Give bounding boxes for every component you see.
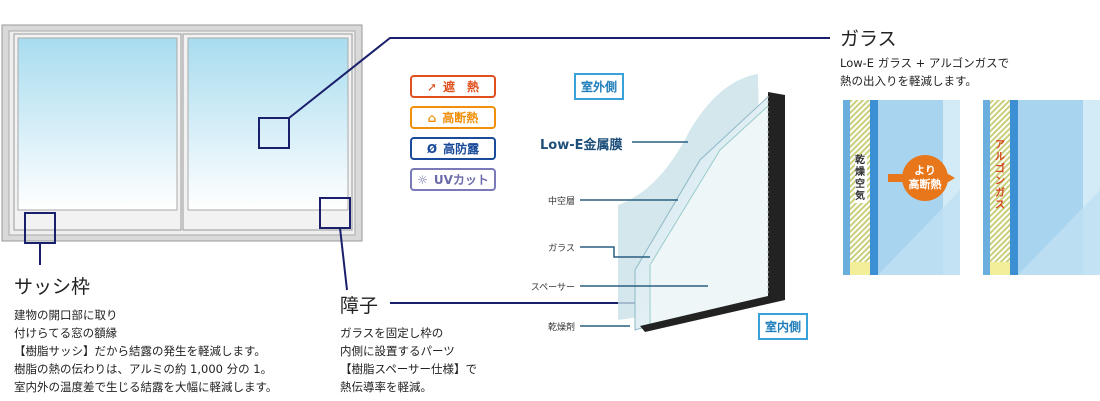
text-line: より bbox=[914, 164, 936, 177]
badge-label: 高断熱 bbox=[442, 111, 479, 125]
glass-section-illustration bbox=[618, 74, 785, 332]
glass-title: ガラス bbox=[840, 28, 897, 50]
indoor-label: 室内側 bbox=[758, 313, 809, 340]
glass-label: ガラス bbox=[548, 244, 575, 254]
text-line: 【樹脂スペーサー仕様】で bbox=[340, 362, 477, 376]
badge-label: 高防露 bbox=[443, 142, 480, 156]
text-line: ガラスを固定し枠の bbox=[340, 326, 444, 340]
text-line: 室内外の温度差で生じる結露を大幅に軽減します。 bbox=[14, 380, 278, 394]
higher-insulation-label: より 高断熱 bbox=[900, 164, 950, 192]
sun-icon: ☼ bbox=[417, 172, 428, 187]
text-line: 熱の出入りを軽減します。 bbox=[840, 74, 977, 88]
text-line: 高断熱 bbox=[908, 178, 942, 191]
window-illustration bbox=[1, 24, 363, 242]
outdoor-label: 室外側 bbox=[574, 73, 625, 100]
text-line: 【樹脂サッシ】だから結露の発生を軽減します。 bbox=[14, 344, 266, 358]
glass-callout-box bbox=[258, 117, 290, 149]
text-line: Low-E ガラス + アルゴンガスで bbox=[840, 56, 1010, 70]
spacer-label: スペーサー bbox=[530, 283, 575, 293]
shoji-description: ガラスを固定し枠の 内側に設置するパーツ 【樹脂スペーサー仕様】で 熱伝導率を軽… bbox=[340, 324, 477, 396]
house-icon: ⌂ bbox=[427, 110, 437, 125]
hollow-layer-label: 中空層 bbox=[547, 197, 575, 207]
text-line: 内側に設置するパーツ bbox=[340, 344, 455, 358]
text-line: 建物の開口部に取り bbox=[14, 308, 118, 322]
badge-condensation: Ø 高防露 bbox=[410, 137, 496, 160]
badge-insulation: ⌂ 高断熱 bbox=[410, 106, 496, 129]
badge-label: UVカット bbox=[433, 173, 489, 187]
arrow-icon bbox=[888, 155, 955, 201]
sun-ray-icon: ➚ bbox=[426, 79, 438, 94]
sash-title: サッシ枠 bbox=[14, 276, 91, 298]
desiccant-label: 乾燥剤 bbox=[547, 323, 575, 333]
text-line: 熱伝導率を軽減。 bbox=[340, 380, 432, 394]
glass-description: Low-E ガラス + アルゴンガスで 熱の出入りを軽減します。 bbox=[840, 54, 1009, 90]
dry-air-label: 乾燥空気 bbox=[855, 155, 867, 203]
badge-uv-cut: ☼ UVカット bbox=[410, 168, 496, 191]
text-line: 樹脂の熱の伝わりは、アルミの約 1,000 分の 1。 bbox=[14, 362, 273, 376]
argon-label: アルゴンガス bbox=[995, 140, 1005, 211]
shoji-title: 障子 bbox=[340, 295, 379, 317]
badge-label: 遮 熱 bbox=[443, 80, 480, 94]
shoji-callout-box bbox=[319, 197, 351, 229]
argon-panel bbox=[983, 100, 1100, 275]
sash-description: 建物の開口部に取り 付けらてる窓の額縁 【樹脂サッシ】だから結露の発生を軽減しま… bbox=[14, 306, 277, 396]
lowe-label: Low-E金属膜 bbox=[540, 138, 623, 153]
text-line: 付けらてる窓の額縁 bbox=[14, 326, 118, 340]
droplet-crossed-icon: Ø bbox=[426, 141, 438, 156]
badge-heat-shield: ➚ 遮 熱 bbox=[410, 75, 496, 98]
